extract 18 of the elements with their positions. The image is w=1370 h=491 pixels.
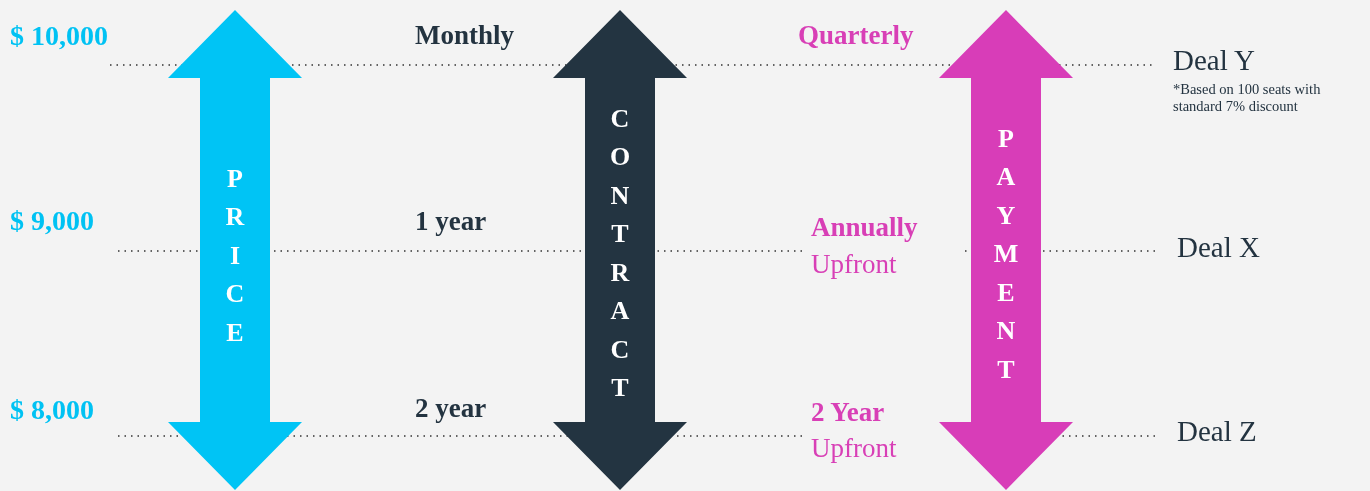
deal-label: Deal Z <box>1177 415 1257 448</box>
deal-label: Deal X <box>1177 231 1260 264</box>
price-label: $ 8,000 <box>10 394 94 426</box>
payment-label: Upfront <box>811 433 897 464</box>
price-label: $ 9,000 <box>10 205 94 237</box>
contract-label: 1 year <box>415 206 487 237</box>
payment-label: Annually <box>811 212 918 243</box>
payment-label: Quarterly <box>798 20 914 51</box>
footnote: *Based on 100 seats with standard 7% discount <box>1173 81 1322 116</box>
vertical-arrow-label: PRICE <box>224 163 246 349</box>
vertical-arrow-label: PAYMENT <box>993 123 1019 386</box>
deal-label: Deal Y <box>1173 44 1255 77</box>
vertical-arrow-label: CONTRACT <box>608 103 632 405</box>
payment-label: 2 Year <box>811 397 885 428</box>
price-label: $ 10,000 <box>10 20 108 52</box>
contract-label: Monthly <box>415 20 514 51</box>
contract-label: 2 year <box>415 393 487 424</box>
payment-label: Upfront <box>811 249 897 280</box>
